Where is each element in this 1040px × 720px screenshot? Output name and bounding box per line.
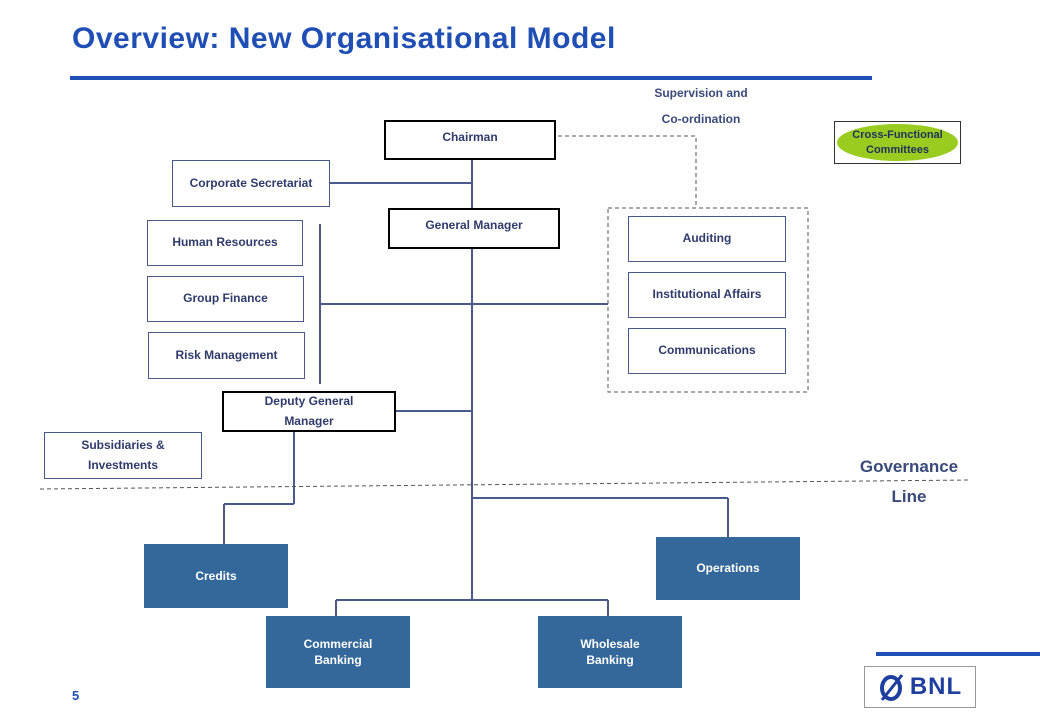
institutional-affairs-label: Institutional Affairs — [652, 287, 762, 302]
commercial-banking-line1: Commercial — [303, 636, 373, 651]
cross-functional-committees: Cross-Functional Committees — [834, 121, 961, 164]
commercial-banking-unit: Commercial Banking — [266, 616, 410, 688]
general-manager-label: General Manager — [425, 218, 523, 232]
group-finance-box: Group Finance — [147, 276, 304, 322]
deputy-gm-line1: Deputy General — [264, 394, 354, 409]
deputy-general-manager-box: Deputy General Manager — [222, 391, 396, 432]
cross-functional-ellipse: Cross-Functional Committees — [837, 124, 958, 161]
governance-dashed-line — [39, 479, 971, 490]
subsidiaries-line1: Subsidiaries & — [81, 438, 165, 453]
deputy-gm-line2: Manager — [284, 413, 334, 428]
wholesale-banking-line1: Wholesale — [580, 636, 640, 651]
human-resources-box: Human Resources — [147, 220, 303, 266]
governance-word: Governance — [859, 457, 959, 476]
supervision-label-line2: Co-ordination — [661, 112, 741, 126]
subsidiaries-line2: Investments — [87, 457, 159, 472]
institutional-affairs-box: Institutional Affairs — [628, 272, 786, 318]
bnl-logo: BNL — [864, 666, 976, 708]
cross-functional-line2: Committees — [866, 143, 929, 156]
operations-unit: Operations — [656, 537, 800, 600]
group-finance-label: Group Finance — [183, 291, 268, 306]
page-number: 5 — [72, 688, 80, 703]
cross-functional-line1: Cross-Functional — [852, 128, 943, 141]
corporate-secretariat-label: Corporate Secretariat — [189, 175, 313, 190]
auditing-label: Auditing — [682, 231, 732, 246]
wholesale-banking-line2: Banking — [586, 653, 634, 667]
chairman-box: Chairman — [384, 120, 556, 160]
supervision-label: Supervision and Co-ordination — [636, 80, 766, 132]
auditing-box: Auditing — [628, 216, 786, 262]
credits-unit: Credits — [144, 544, 288, 608]
chairman-label: Chairman — [442, 130, 498, 144]
bnl-emblem-icon — [879, 674, 903, 701]
logo-accent-bar — [876, 652, 1040, 656]
general-manager-box: General Manager — [388, 208, 560, 249]
communications-box: Communications — [628, 328, 786, 374]
subsidiaries-investments-box: Subsidiaries & Investments — [44, 432, 202, 479]
title-underline — [70, 76, 872, 80]
wholesale-banking-unit: Wholesale Banking — [538, 616, 682, 688]
risk-management-label: Risk Management — [175, 347, 278, 362]
corporate-secretariat-box: Corporate Secretariat — [172, 160, 330, 207]
human-resources-label: Human Resources — [172, 235, 278, 250]
commercial-banking-line2: Banking — [314, 653, 362, 667]
credits-label: Credits — [195, 568, 237, 583]
control-functions-dashed-frame — [607, 207, 809, 393]
communications-label: Communications — [658, 343, 756, 358]
line-word: Line — [891, 487, 927, 506]
risk-management-box: Risk Management — [148, 332, 305, 379]
page-title: Overview: New Organisational Model — [72, 22, 616, 55]
supervision-dashed-line — [558, 135, 697, 208]
governance-line-label: Governance Line — [846, 452, 972, 512]
operations-label: Operations — [696, 561, 760, 576]
logo-text: BNL — [909, 673, 963, 700]
supervision-label-line1: Supervision and — [654, 86, 748, 100]
